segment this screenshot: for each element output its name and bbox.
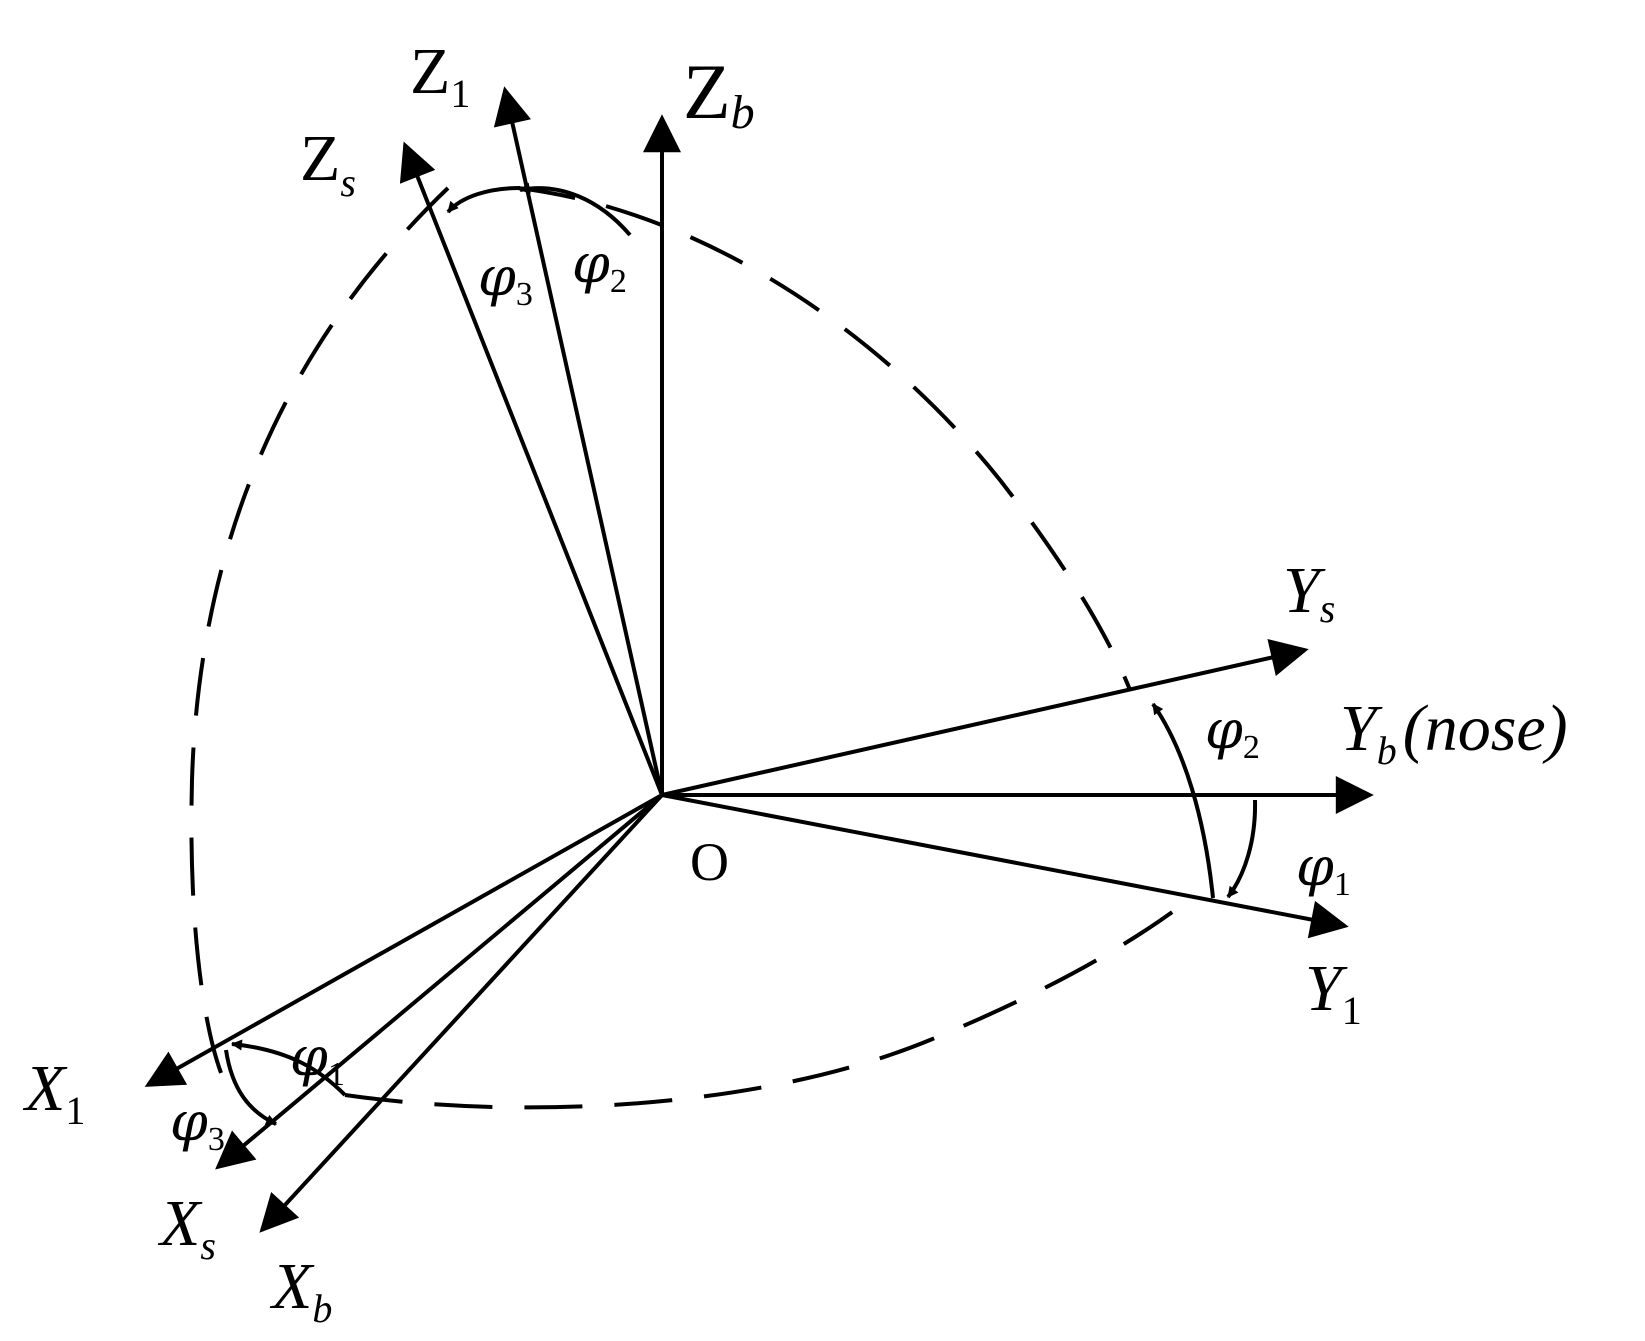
label-y1: Y1	[1305, 952, 1362, 1033]
dashed-boundary-right	[517, 186, 1132, 691]
axis-x1	[144, 793, 663, 1087]
angle-label-phi2-top: φ2	[572, 232, 627, 300]
axis-y1	[661, 793, 1349, 939]
label-ys: Ys	[1283, 554, 1335, 631]
dashed-boundary-bottom	[344, 908, 1177, 1110]
arc-phi3-left	[224, 1049, 277, 1126]
angle-label-phi2-right: φ2	[1205, 698, 1260, 766]
label-zb: Zb	[683, 48, 755, 139]
axis-zs	[399, 141, 664, 796]
arc-phi2-top	[518, 182, 632, 237]
angle-label-phi1-right: φ1	[1296, 835, 1351, 903]
label-yb: Yb(nose)	[1340, 692, 1568, 773]
axis-ys	[661, 638, 1309, 797]
arc-phi1-left	[230, 1039, 347, 1097]
angle-label-phi1-left: φ1	[290, 1025, 345, 1093]
angle-label-phi3-left: φ3	[170, 1090, 225, 1158]
arc-phi3-top	[446, 186, 521, 214]
axis-z1	[493, 86, 664, 796]
angle-label-phi3-top: φ3	[478, 245, 533, 313]
label-zs: Zs	[300, 122, 356, 205]
arc-phi1-right	[1226, 799, 1258, 899]
label-xb: Xb	[269, 1250, 332, 1331]
origin-label: O	[690, 832, 729, 892]
dashed-boundary-left	[189, 186, 450, 1086]
label-x1: X1	[22, 1052, 85, 1133]
label-z1: Z1	[410, 35, 470, 116]
axis-xs	[215, 793, 664, 1170]
arc-phi2-right	[1151, 702, 1215, 899]
axis-xb	[259, 793, 664, 1233]
label-xs: Xs	[157, 1187, 216, 1268]
